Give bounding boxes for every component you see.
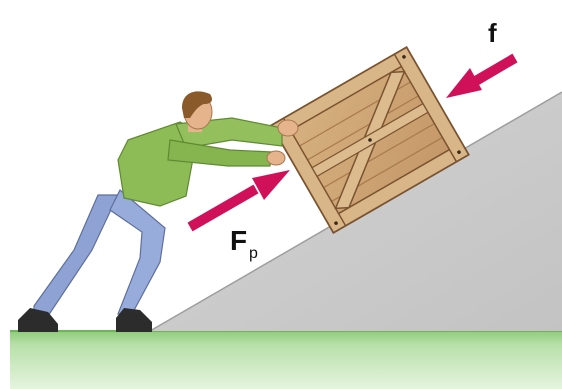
push-force-label: F <box>230 225 247 256</box>
push-force-arrow <box>190 170 290 227</box>
shoe-front <box>116 308 152 332</box>
ground <box>10 330 562 389</box>
friction-label: f <box>488 18 497 48</box>
push-force-subscript: p <box>249 245 258 262</box>
shoe-back <box>18 308 58 332</box>
friction-arrow <box>446 58 515 98</box>
